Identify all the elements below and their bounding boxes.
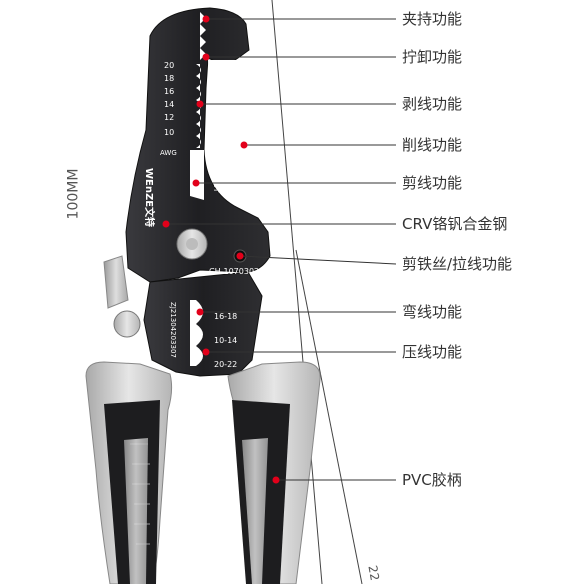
callout-cut: 剪线功能 [402, 174, 463, 192]
callout-unscrew: 拧卸功能 [402, 48, 463, 66]
awg-size-label: 18 [164, 74, 174, 83]
callout-shave: 削线功能 [402, 136, 463, 154]
awg-size-label: 16 [164, 87, 174, 96]
cutting-blade-slot [190, 150, 204, 200]
bend-size-label: 10-14 [214, 336, 237, 345]
awg-unit-label: AWG [160, 149, 177, 157]
dimension-label: 100MM [65, 168, 82, 220]
left-grip-insert [124, 438, 148, 584]
callout-bend: 弯线功能 [402, 303, 463, 321]
cut-label: CUT [212, 178, 220, 193]
bend-size-label: 16-18 [214, 312, 237, 321]
dimension-guide-line-bottom [295, 249, 363, 584]
serial-number: ZJ21304203307 [169, 302, 177, 358]
bend-size-label: 20-22 [214, 360, 237, 369]
dimension-guide-line-top [271, 0, 323, 584]
awg-size-label: 10 [164, 128, 174, 137]
callout-wire-cut-pull: 剪铁丝/拉线功能 [402, 255, 513, 273]
jaw-gap [208, 60, 244, 192]
leader-lines [166, 18, 397, 481]
callout-material: CRV铬钒合金钢 [402, 215, 508, 233]
callout-handle: PVC胶柄 [402, 471, 462, 489]
awg-size-label: 12 [164, 113, 174, 122]
jaw-teeth [196, 12, 206, 148]
dimension-label-bottom: 22 [365, 564, 382, 582]
awg-size-label: 20 [164, 61, 174, 70]
callout-dots [162, 15, 280, 484]
callout-strip: 剥线功能 [402, 95, 463, 113]
spring-rivet [113, 310, 141, 338]
callout-crimp: 压线功能 [402, 343, 463, 361]
crimp-notches [190, 300, 203, 366]
pliers-neck [143, 271, 263, 377]
lock-slider[interactable] [103, 255, 129, 309]
model-number: CH-1070302 [209, 267, 259, 276]
brand-logo: WEnZE文特 [143, 168, 156, 227]
right-grip-insert [242, 438, 268, 584]
awg-size-label: 14 [164, 100, 174, 109]
callout-clamp: 夹持功能 [402, 10, 463, 28]
pliers-head [125, 7, 271, 283]
